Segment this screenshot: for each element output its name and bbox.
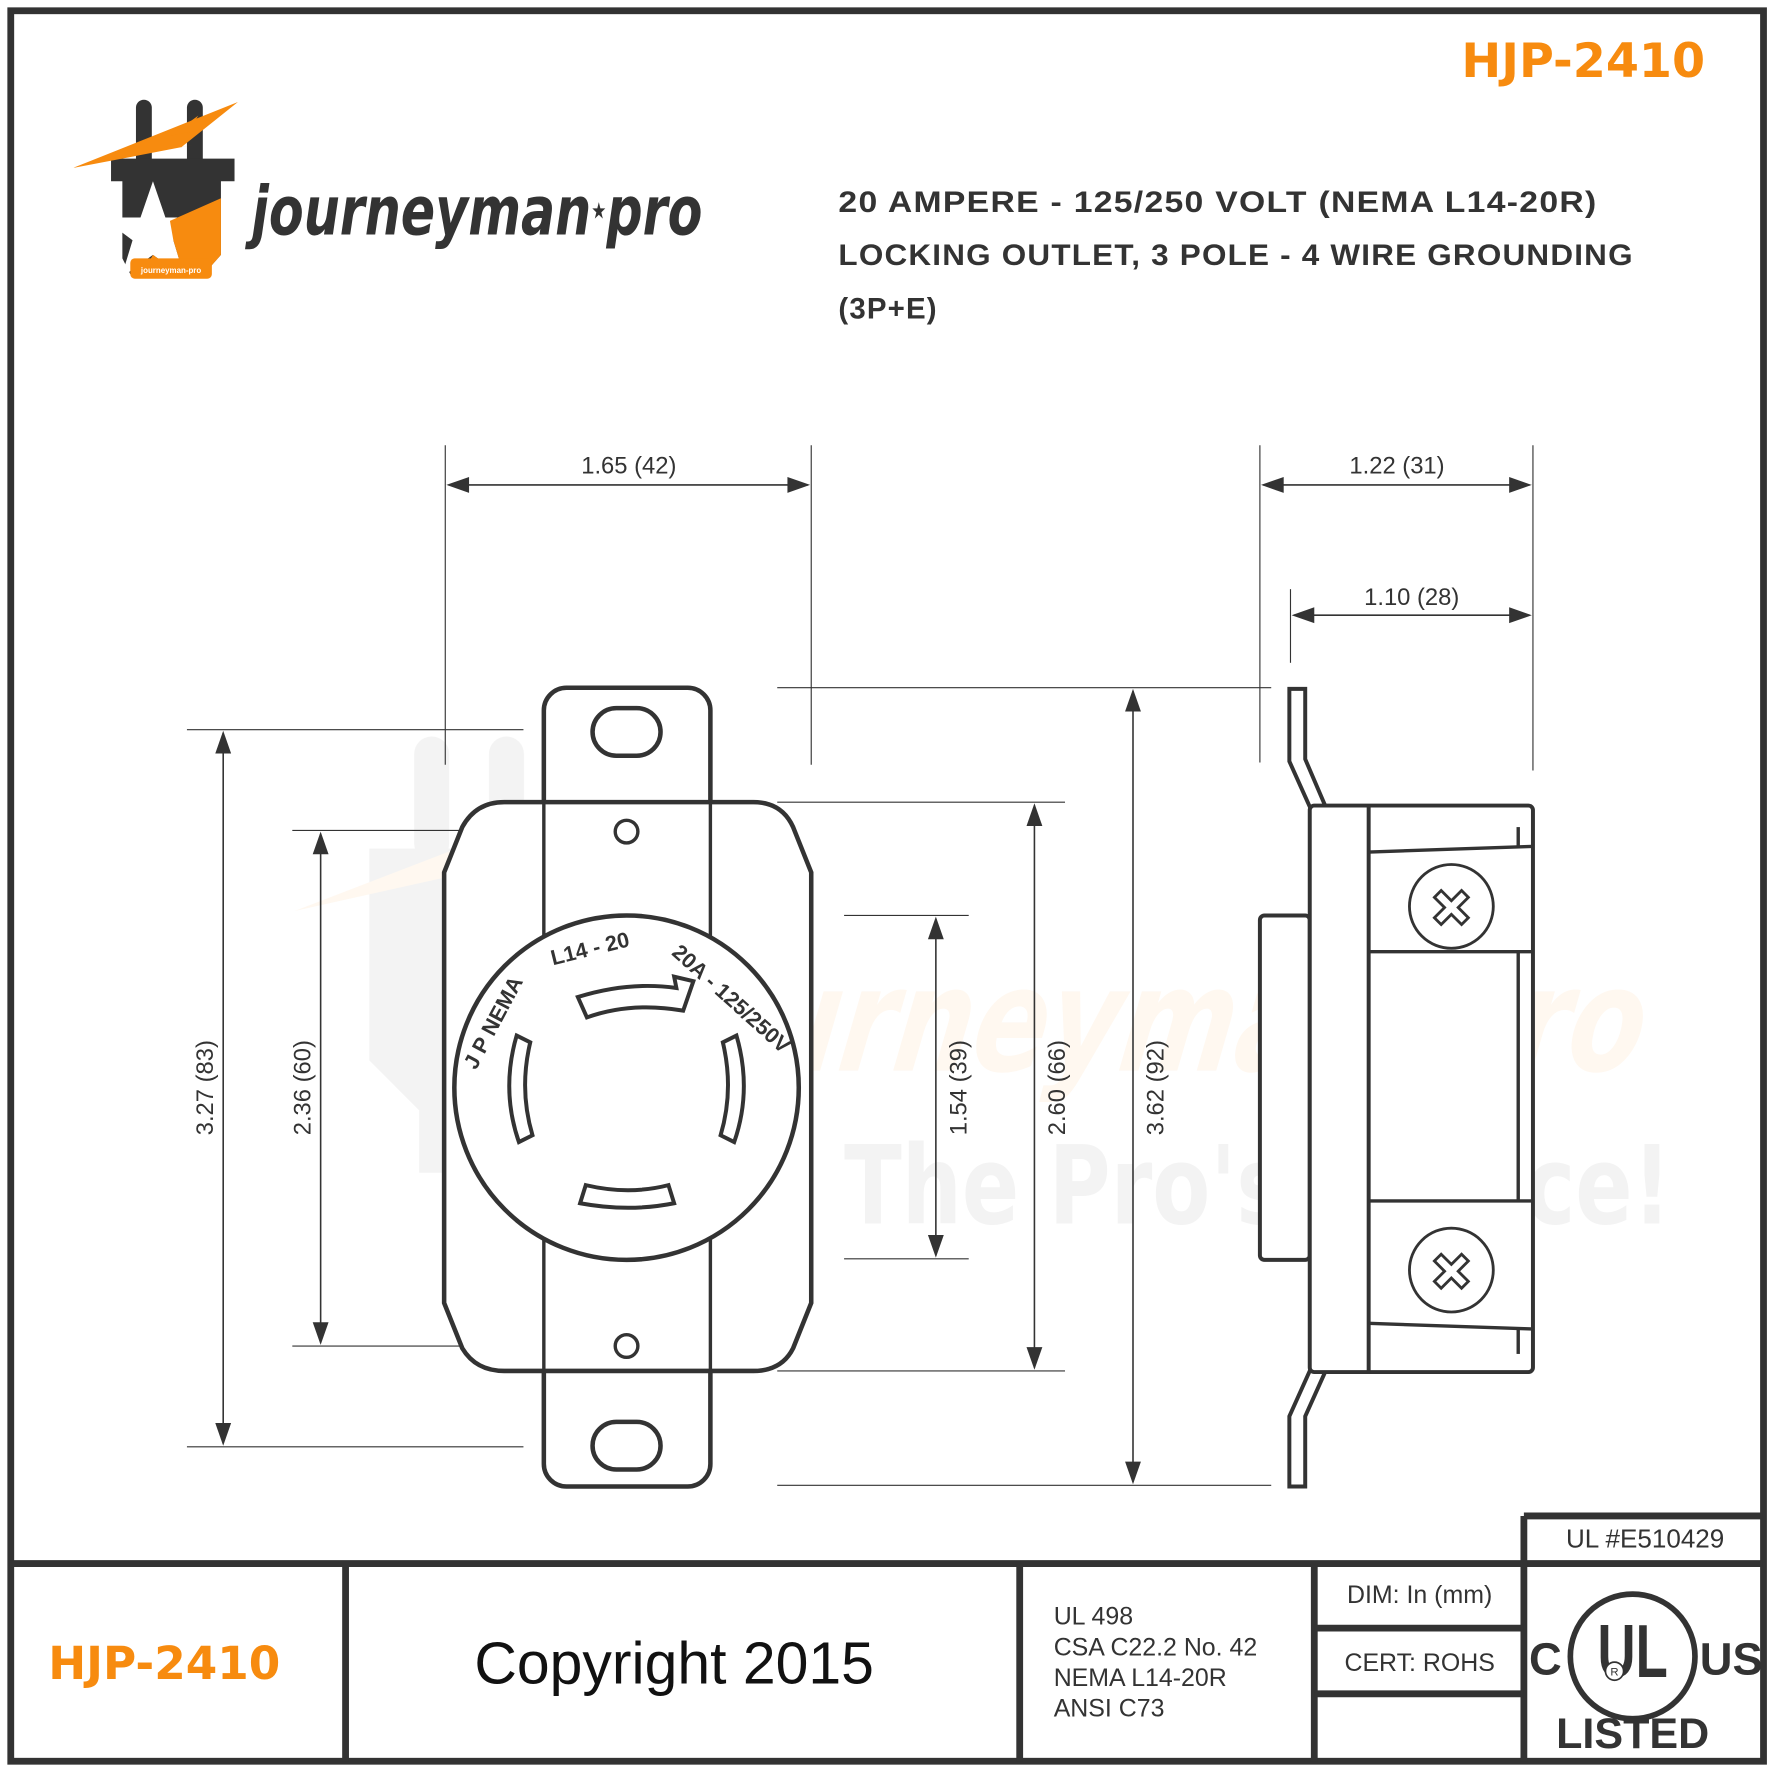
dim-overall-depth: 1.22 (31) <box>1349 453 1444 480</box>
watermark-tagline: The Pro's Choice! <box>844 1123 1671 1250</box>
standard-ul: UL 498 <box>1054 1603 1133 1631</box>
ul-number: UL #E510429 <box>1566 1524 1724 1554</box>
slot-ground <box>575 974 696 1020</box>
outer-frame <box>7 7 1767 1765</box>
side-dimensions <box>1261 476 1532 624</box>
screw-cross-icon <box>1432 888 1471 1291</box>
mounting-slot-bottom <box>590 1419 663 1472</box>
ul-mark-c: C <box>1529 1634 1562 1685</box>
mounting-slot-top <box>590 705 663 758</box>
star-icon <box>101 181 204 278</box>
logo-badge-text: journeyman-pro <box>140 266 201 275</box>
screw-hole-top <box>613 818 640 845</box>
screw-hole-bottom <box>613 1332 640 1360</box>
footer-copyright: Copyright 2015 <box>474 1632 874 1697</box>
standard-nema: NEMA L14-20R <box>1054 1664 1227 1692</box>
dim-height-outer-left: 3.27 (83) <box>192 1040 219 1135</box>
plug-logo-icon: journeyman-pro <box>73 99 238 279</box>
side-face-protrusion <box>1257 913 1312 1262</box>
slot-neutral <box>577 1182 677 1210</box>
dim-overall-height: 3.62 (92) <box>1143 1040 1170 1135</box>
front-view <box>186 445 1272 1489</box>
spec-line-2: LOCKING OUTLET, 3 POLE - 4 WIRE GROUNDIN… <box>838 239 1633 272</box>
standard-ansi: ANSI C73 <box>1054 1694 1165 1722</box>
standard-csa: CSA C22.2 No. 42 <box>1054 1633 1258 1661</box>
slot-left <box>507 1032 535 1145</box>
brand-name: journeyman★pro <box>245 173 703 252</box>
dim-height-inner-left: 2.36 (60) <box>289 1040 316 1135</box>
dim-body-height: 2.60 (66) <box>1044 1040 1071 1135</box>
dim-units-label: DIM: In (mm) <box>1347 1581 1492 1609</box>
side-body <box>1307 803 1535 1375</box>
ul-listed-mark-icon: C UL R US LISTED <box>1529 1591 1763 1758</box>
dim-width-top: 1.65 (42) <box>581 453 676 480</box>
footer-model-number: HJP-2410 <box>48 1637 280 1690</box>
front-dimensions <box>215 476 1141 1485</box>
dim-body-depth: 1.10 (28) <box>1364 584 1459 611</box>
ul-mark-ul: UL <box>1598 1609 1668 1693</box>
spec-line-3: (3P+E) <box>838 292 937 325</box>
ul-mark-registered: R <box>1610 1667 1618 1679</box>
spec-line-1: 20 AMPERE - 125/250 VOLT (NEMA L14-20R) <box>838 186 1597 219</box>
header-model-number: HJP-2410 <box>1461 34 1705 89</box>
ul-mark-us: US <box>1700 1634 1763 1685</box>
brand-logo: journeyman-pro journeyman★pro <box>73 99 703 279</box>
receptacle-face <box>452 913 802 1263</box>
dim-face-diameter: 1.54 (39) <box>945 1040 972 1135</box>
ul-mark-listed: LISTED <box>1556 1710 1709 1758</box>
slot-right <box>718 1032 746 1145</box>
side-view <box>1257 445 1535 1489</box>
cert-label: CERT: ROHS <box>1344 1649 1494 1677</box>
title-block <box>10 1512 1763 1762</box>
